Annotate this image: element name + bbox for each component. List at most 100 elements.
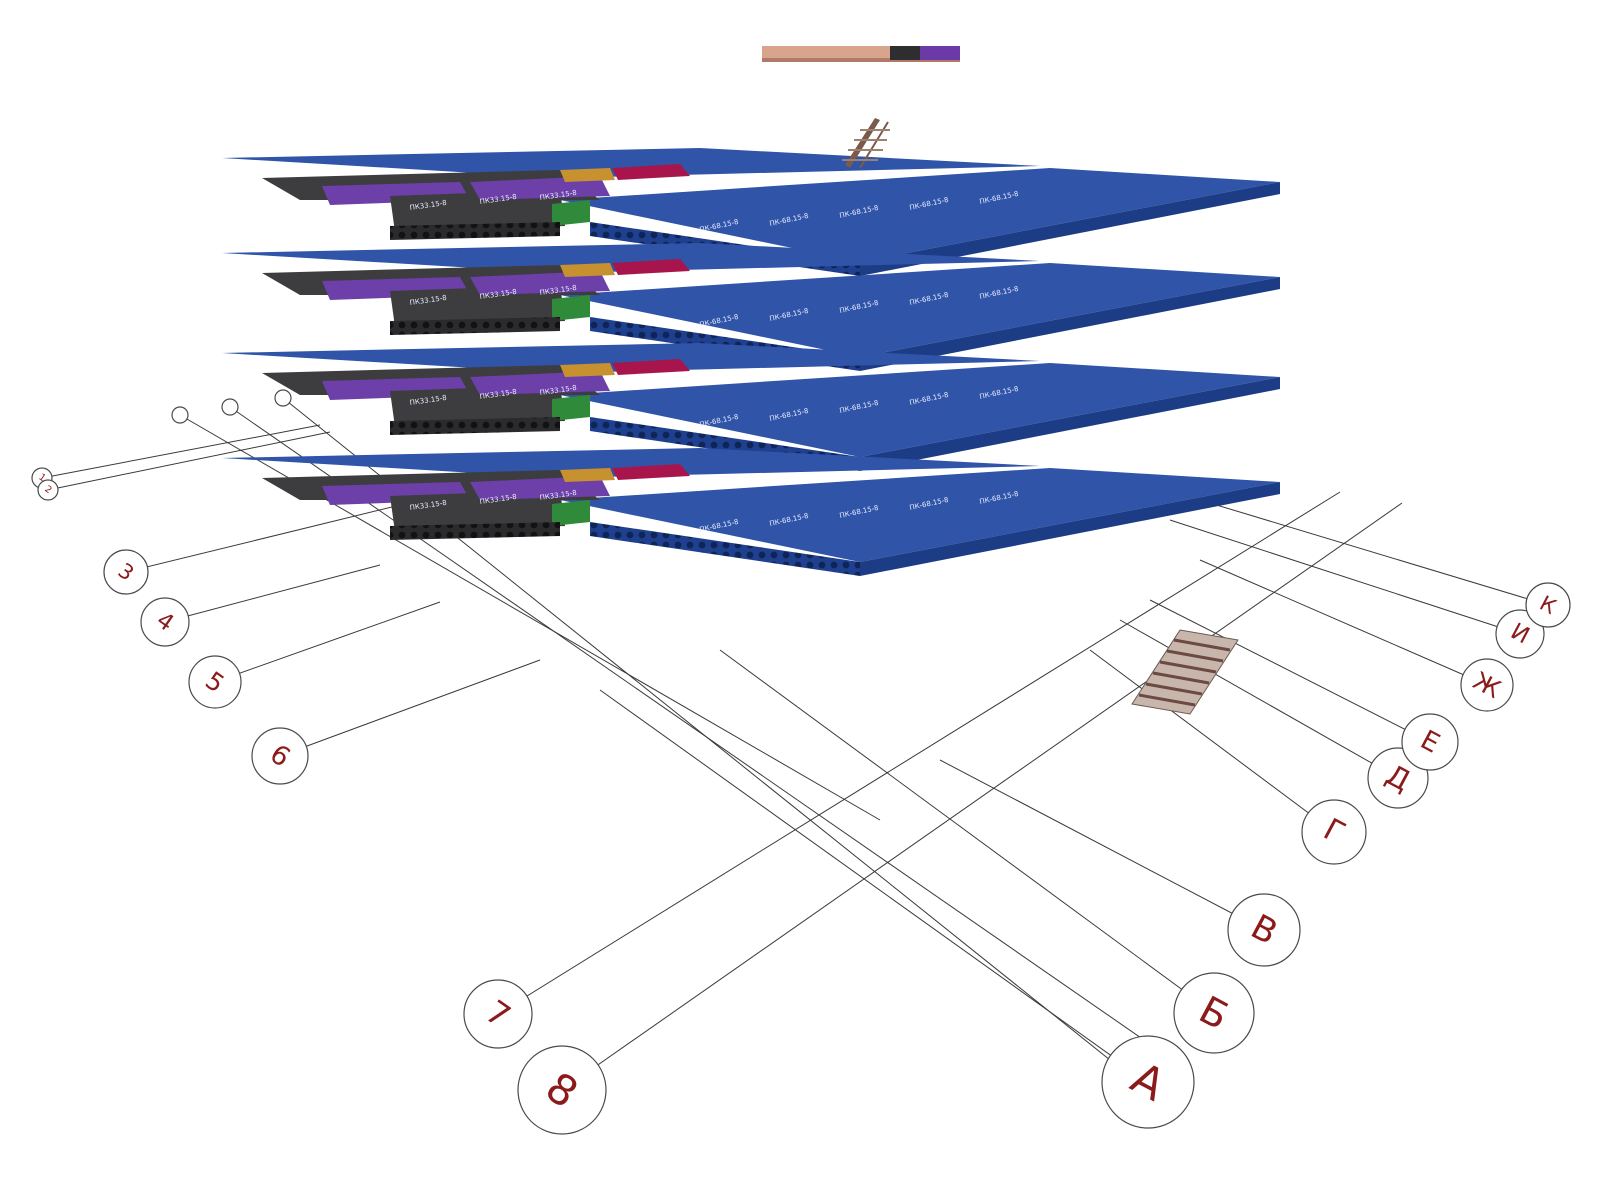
- precast-slab-magenta: [612, 164, 690, 180]
- axis-bubble: [1301, 799, 1367, 865]
- axis-line: [497, 491, 1341, 1015]
- precast-slab-purple: [470, 176, 610, 200]
- axis-line: [214, 601, 441, 683]
- precast-slab-orange: [560, 263, 615, 277]
- precast-slab-magenta: [612, 464, 690, 480]
- slab-side-edge: [860, 482, 1280, 576]
- axis-bubble: [103, 549, 149, 595]
- grid-axis-let-Б: Б: [719, 649, 1255, 1054]
- axis-bubble-label: 2: [42, 484, 53, 496]
- grid-axis-num-8: 8: [517, 502, 1403, 1135]
- grid-axis-let-И: И: [1169, 519, 1545, 659]
- precast-slab-magenta: [612, 259, 690, 275]
- axis-line: [1149, 599, 1431, 743]
- slab-edge-cores-dark: [390, 317, 560, 335]
- grid-axis-let-Ж: Ж: [1199, 559, 1514, 712]
- hollow-core-slab: [560, 468, 1280, 562]
- slab-edge-cores: [590, 522, 860, 576]
- loose-slab-icon: [762, 46, 960, 62]
- precast-slab-orange: [560, 168, 615, 182]
- axis-bubble: [188, 655, 242, 709]
- axis-line: [1199, 499, 1549, 606]
- axis-line: [939, 759, 1265, 931]
- stair-flight-icon: [1131, 629, 1239, 715]
- axis-bubble: [1101, 1035, 1195, 1129]
- precast-slab-orange: [560, 363, 615, 377]
- axis-bubble: [37, 479, 59, 501]
- hollow-core-slab: [222, 243, 1040, 273]
- precast-slab-purple: [470, 371, 610, 395]
- grid-axis-num-4: 4: [140, 564, 381, 647]
- grid-axis-num-3: 3: [103, 504, 401, 595]
- grid-axis-num-7: 7: [463, 491, 1341, 1049]
- axis-bubble: [517, 1045, 607, 1135]
- axis-bubble: [1525, 582, 1571, 628]
- axis-bubble: [463, 979, 533, 1049]
- axis-line: [1169, 519, 1521, 635]
- axis-bubble: [1173, 972, 1255, 1054]
- slab-side-edge: [860, 377, 1280, 471]
- grid-axis-num-5: 5: [188, 601, 441, 709]
- slab-edge-cores-dark: [390, 222, 560, 240]
- axis-bubble: [1227, 893, 1301, 967]
- grid-axis-num-2: 2: [37, 431, 331, 501]
- axis-bubble: [221, 398, 239, 416]
- axis-line: [41, 424, 321, 479]
- hollow-core-slab: [560, 263, 1280, 357]
- axis-bubble: [251, 727, 309, 785]
- axis-line: [47, 431, 331, 491]
- grid-axis-let-А: А: [599, 689, 1195, 1129]
- axis-bubble: [1460, 658, 1514, 712]
- hollow-core-slab: [222, 343, 1040, 373]
- axis-line: [1119, 619, 1399, 779]
- precast-slab-orange: [560, 468, 615, 482]
- axis-bubble: [274, 389, 292, 407]
- grid-axis-let-Е: Е: [1149, 599, 1459, 771]
- grid-axis-let-Д: Д: [1119, 619, 1429, 809]
- hollow-core-slab: [222, 448, 1040, 478]
- precast-slab-dark: [390, 385, 565, 427]
- axis-line: [164, 564, 381, 623]
- axis-bubble-label: 1: [36, 472, 47, 484]
- hollow-core-slab: [560, 168, 1280, 262]
- axis-bubble: [140, 597, 190, 647]
- slab-side-edge: [860, 182, 1280, 276]
- monolithic-strip: [552, 200, 590, 226]
- precast-slab-purple: [470, 476, 610, 500]
- precast-slab-dark: [390, 285, 565, 327]
- axis-bubble: [1401, 713, 1459, 771]
- axis-line: [561, 502, 1403, 1091]
- axis-bubble: [171, 406, 189, 424]
- hollow-core-slab: [560, 363, 1280, 457]
- axis-line: [229, 406, 1171, 1059]
- precast-slab-dark: [390, 190, 565, 232]
- monolithic-strip: [552, 395, 590, 421]
- axis-bubble: [1495, 609, 1545, 659]
- grid-axis-let-К: К: [1199, 499, 1571, 628]
- slab-side-edge: [860, 277, 1280, 371]
- precast-slab-purple: [470, 271, 610, 295]
- slab-edge-cores-dark: [390, 522, 560, 540]
- grid-axis-let-Г: Г: [1089, 649, 1367, 865]
- axis-line: [1199, 559, 1488, 686]
- hollow-core-slab: [222, 148, 1040, 178]
- axis-line: [719, 649, 1215, 1014]
- monolithic-strip: [552, 295, 590, 321]
- axis-line: [279, 659, 541, 757]
- grid-axis-let-В: В: [939, 759, 1301, 967]
- grid-axis-aux-1: [221, 398, 1171, 1059]
- axis-line: [1089, 649, 1335, 833]
- axis-line: [599, 689, 1149, 1083]
- monolithic-strip: [552, 500, 590, 526]
- precast-slab-magenta: [612, 359, 690, 375]
- slab-edge-cores-dark: [390, 417, 560, 435]
- axis-line: [125, 504, 401, 573]
- grid-axis-num-6: 6: [251, 659, 541, 785]
- staircase-icon: [842, 118, 890, 169]
